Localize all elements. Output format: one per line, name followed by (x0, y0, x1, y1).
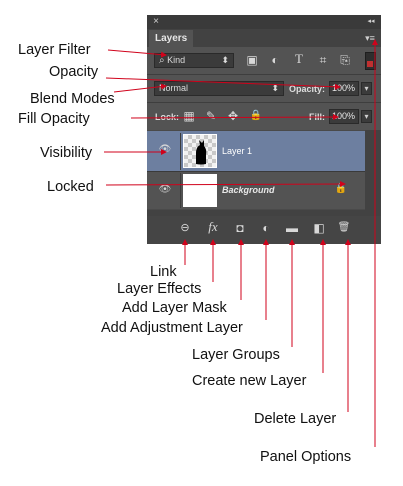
stepper-icon: ⬍ (221, 55, 229, 65)
lock-position-icon[interactable]: ✥ (227, 109, 239, 123)
annotation-add-layer-mask: Add Layer Mask (122, 300, 227, 316)
divider (180, 173, 181, 208)
lock-all-icon[interactable]: 🔒 (249, 110, 263, 121)
lock-image-icon[interactable]: ✎ (205, 109, 217, 123)
annotation-delete-layer: Delete Layer (254, 411, 337, 427)
divider (147, 171, 365, 172)
close-icon[interactable]: × (153, 16, 159, 27)
opacity-arrow-icon[interactable]: ▾ (361, 82, 372, 95)
tab-bar (147, 29, 381, 47)
visibility-eye-icon[interactable]: 👁 (158, 144, 172, 155)
layer-locked-icon[interactable]: 🔒 (334, 183, 348, 194)
collapse-icon[interactable]: ◂◂ (367, 18, 375, 25)
annotation-add-adjustment-layer: Add Adjustment Layer (101, 320, 243, 336)
annotation-link: Link (150, 264, 177, 280)
annotation-fill-opacity: Fill Opacity (18, 111, 90, 127)
fill-input[interactable]: 100% (329, 109, 359, 124)
filter-smartobject-icon[interactable]: ⎘ (340, 53, 350, 67)
lock-label: Lock: (155, 112, 180, 122)
filter-shape-icon[interactable]: ⌗ (319, 53, 327, 67)
annotation-create-new-layer: Create new Layer (192, 373, 307, 389)
cat-silhouette-icon (196, 140, 207, 165)
fill-arrow-icon[interactable]: ▾ (361, 110, 372, 123)
layer-effects-icon[interactable]: fx (208, 219, 218, 234)
divider (180, 133, 181, 170)
tab-layers[interactable]: Layers (149, 30, 193, 47)
trash-icon[interactable]: 🗑 (337, 222, 351, 233)
filter-pixel-icon[interactable]: ▣ (246, 53, 258, 67)
horizontal-scrollbar[interactable] (147, 210, 381, 216)
stepper-icon: ⬍ (271, 83, 279, 93)
divider (147, 74, 381, 75)
filter-kind-value: Kind (167, 55, 186, 65)
annotation-layer-groups: Layer Groups (192, 347, 280, 363)
layer-list-scrollbar[interactable] (365, 130, 381, 210)
filter-type-icon[interactable]: T (295, 51, 303, 66)
lock-transparent-icon[interactable]: ▦ (183, 109, 195, 123)
annotation-layer-filter: Layer Filter (18, 42, 91, 58)
annotation-layer-effects: Layer Effects (117, 281, 202, 297)
annotation-blend-modes: Blend Modes (30, 91, 115, 107)
background-thumbnail (183, 174, 217, 207)
background-layer-name[interactable]: Background (222, 185, 275, 195)
opacity-label: Opacity: (289, 84, 326, 94)
panel-title-bar (147, 15, 381, 29)
folder-icon[interactable]: ▬ (286, 221, 298, 235)
layer-mask-icon[interactable]: ◘ (236, 221, 244, 235)
search-icon: ⌕ (159, 55, 165, 66)
opacity-input[interactable]: 100% (329, 81, 359, 96)
layer-filter-dropdown[interactable]: ⌕ Kind ⬍ (154, 53, 234, 68)
annotation-panel-options: Panel Options (260, 449, 352, 465)
panel-menu-icon[interactable]: ▾≡ (365, 33, 375, 43)
adjustment-layer-icon[interactable]: ◐ (262, 221, 270, 235)
visibility-eye-icon[interactable]: 👁 (158, 184, 172, 195)
divider (147, 102, 381, 103)
blend-mode-dropdown[interactable]: Normal ⬍ (154, 81, 284, 96)
blend-mode-value: Normal (159, 83, 189, 93)
filter-toggle-indicator (367, 61, 373, 67)
annotation-visibility: Visibility (40, 145, 93, 161)
new-layer-icon[interactable]: ◧ (313, 221, 325, 235)
layer1-thumbnail (183, 134, 217, 168)
annotation-opacity: Opacity (49, 64, 99, 80)
layer1-name[interactable]: Layer 1 (222, 146, 253, 156)
annotation-locked: Locked (47, 179, 94, 195)
filter-adjustment-icon[interactable]: ◐ (271, 53, 279, 67)
link-layers-icon[interactable]: ⊖ (180, 222, 190, 234)
fill-label: Fill: (309, 112, 325, 122)
filter-toggle-switch[interactable] (365, 52, 376, 70)
